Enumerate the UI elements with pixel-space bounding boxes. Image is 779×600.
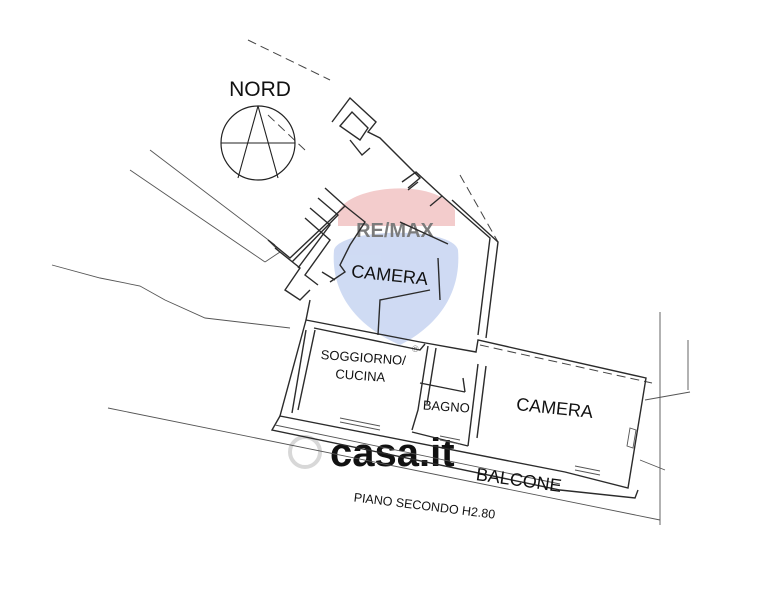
terrain-lines <box>51 149 691 525</box>
remax-balloon-red <box>338 188 455 226</box>
site-boundary <box>247 39 653 384</box>
room-label-soggiorno-line1: SOGGIORNO/ <box>320 347 406 368</box>
north-compass: NORD <box>220 78 296 181</box>
remax-watermark-text: RE/MAX <box>356 220 434 242</box>
room-label-soggiorno-line2: CUCINA <box>335 366 386 384</box>
apartment-walls <box>279 319 647 489</box>
balcony-outline <box>270 415 639 499</box>
room-label-camera-lower: CAMERA <box>515 394 594 422</box>
compass-label: NORD <box>229 78 291 101</box>
compass-arrow-icon <box>221 105 295 179</box>
casa-watermark: casa.it <box>288 431 455 475</box>
upper-structure <box>267 96 499 339</box>
casa-logo-icon <box>288 435 322 469</box>
remax-balloon-blue <box>333 232 459 345</box>
floor-caption: PIANO SECONDO H2.80 <box>353 490 496 521</box>
room-label-bagno: BAGNO <box>422 397 470 415</box>
